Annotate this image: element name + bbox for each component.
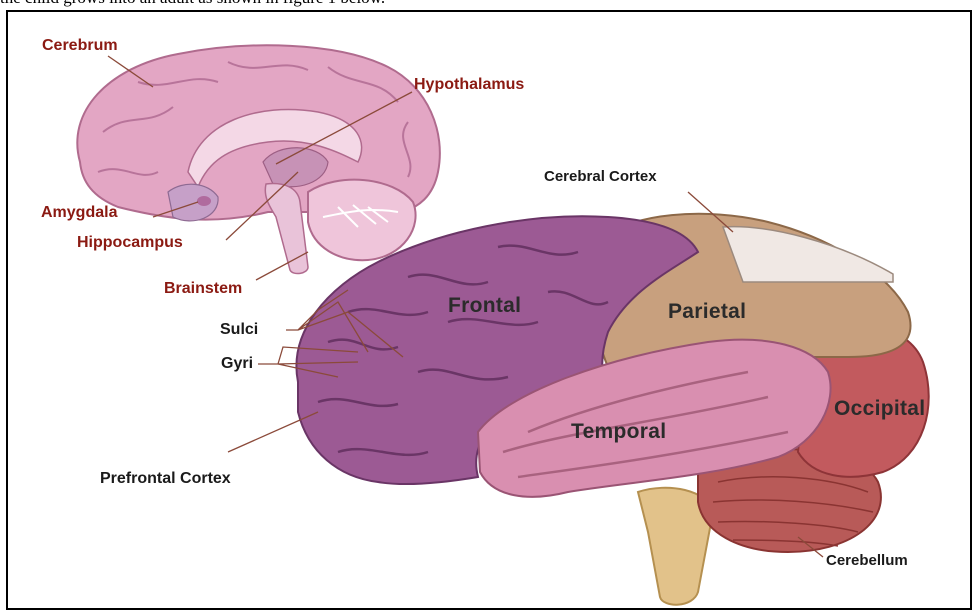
label-sulci: Sulci xyxy=(220,322,258,338)
label-cerebrum: Cerebrum xyxy=(42,38,118,54)
label-parietal: Parietal xyxy=(668,301,746,322)
label-brainstem: Brainstem xyxy=(164,281,242,297)
amygdala-shape xyxy=(197,196,211,206)
label-temporal: Temporal xyxy=(571,421,666,442)
label-cerebral-cortex: Cerebral Cortex xyxy=(544,169,657,184)
label-cerebellum: Cerebellum xyxy=(826,553,908,568)
label-hippocampus: Hippocampus xyxy=(77,235,183,251)
label-hypothalamus: Hypothalamus xyxy=(414,77,524,93)
label-gyri: Gyri xyxy=(221,356,253,372)
sagittal-cerebellum xyxy=(308,180,416,261)
label-prefrontal-cortex: Prefrontal Cortex xyxy=(100,471,231,487)
figure-frame: Cerebrum Hypothalamus Amygdala Hippocamp… xyxy=(6,10,972,610)
figure-caption-fragment: the child grows into an adult as shown i… xyxy=(0,0,385,8)
label-occipital: Occipital xyxy=(834,398,925,419)
label-frontal: Frontal xyxy=(448,295,521,316)
label-amygdala: Amygdala xyxy=(41,205,117,221)
